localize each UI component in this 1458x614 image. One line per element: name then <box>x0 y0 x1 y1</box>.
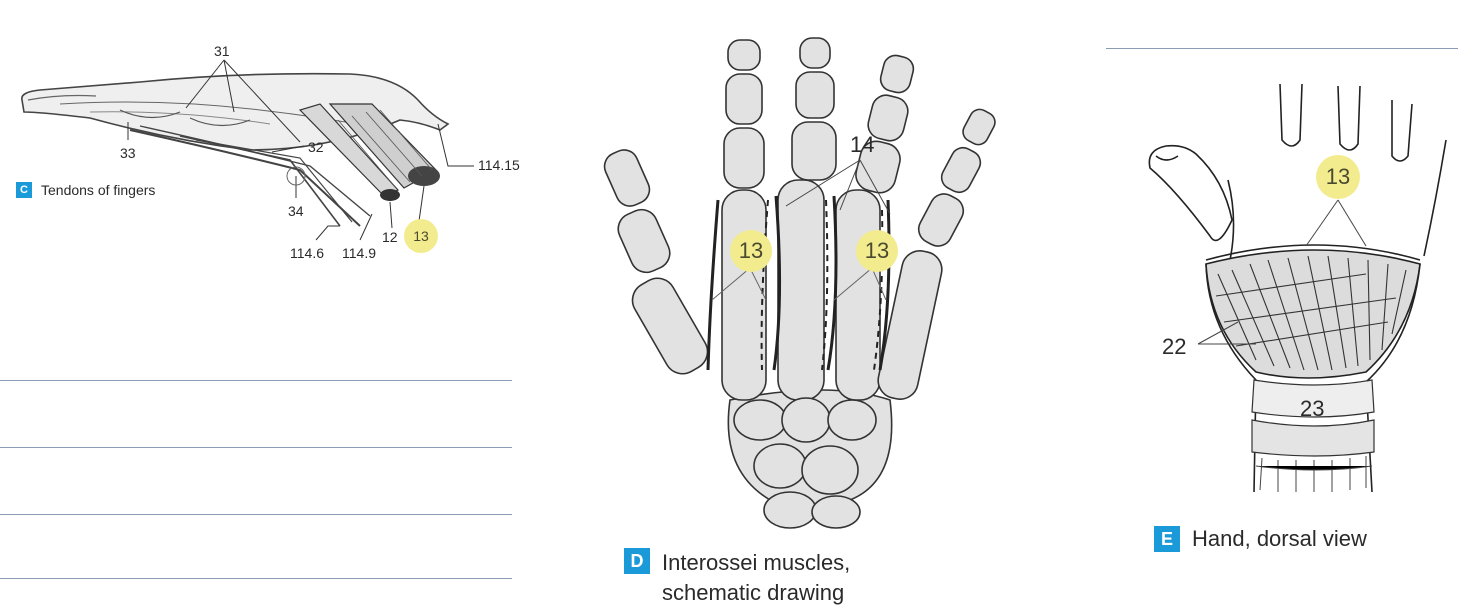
caption-line2-d: schematic drawing <box>662 580 845 605</box>
ruled-line-1 <box>0 380 512 381</box>
label-32: 32 <box>308 139 324 155</box>
caption-text-e: Hand, dorsal view <box>1192 526 1367 551</box>
label-114-9: 114.9 <box>342 245 376 261</box>
caption-text-c: Tendons of fingers <box>41 182 156 198</box>
label-23: 23 <box>1300 396 1325 421</box>
panel-e-dorsal: 13 22 23 E Hand, dorsal view <box>1106 60 1458 614</box>
panel-d-interossei: 14 13 13 D Interossei muscles, schematic… <box>590 0 1030 614</box>
label-114-15: 114.15 <box>478 157 520 173</box>
label-34: 34 <box>288 203 304 219</box>
highlight-13-left <box>730 230 772 272</box>
ruled-line-3 <box>0 514 512 515</box>
caption-c: C Tendons of fingers <box>16 182 155 198</box>
label-13-right: 13 <box>864 238 890 263</box>
caption-letter-c: C <box>16 182 32 198</box>
ruled-line-top-right <box>1106 48 1458 49</box>
caption-e: E Hand, dorsal view <box>1154 526 1367 552</box>
panel-c-tendons: 31 33 32 34 114.15 114.6 114.9 12 13 C T… <box>0 0 560 300</box>
caption-letter-d: D <box>624 548 650 574</box>
ruled-line-2 <box>0 447 512 448</box>
highlight-13 <box>404 219 438 253</box>
label-14: 14 <box>850 132 875 157</box>
ruled-line-4 <box>0 578 512 579</box>
label-33: 33 <box>120 145 136 161</box>
label-13-left: 13 <box>738 238 764 263</box>
label-13: 13 <box>1325 164 1351 189</box>
highlight-13-right <box>856 230 898 272</box>
label-13: 13 <box>413 228 429 244</box>
label-114-6: 114.6 <box>290 245 324 261</box>
caption-line1-d: Interossei muscles, <box>662 550 851 575</box>
caption-letter-e: E <box>1154 526 1180 552</box>
dorsal-hand-illustration <box>1148 83 1447 493</box>
finger-tendon-illustration <box>21 59 474 241</box>
label-12: 12 <box>382 229 398 245</box>
caption-d: D Interossei muscles, schematic drawing <box>624 548 850 608</box>
label-22: 22 <box>1162 334 1187 359</box>
hand-skeleton-illustration <box>603 37 996 529</box>
label-31: 31 <box>214 43 230 59</box>
highlight-13 <box>1316 155 1360 199</box>
